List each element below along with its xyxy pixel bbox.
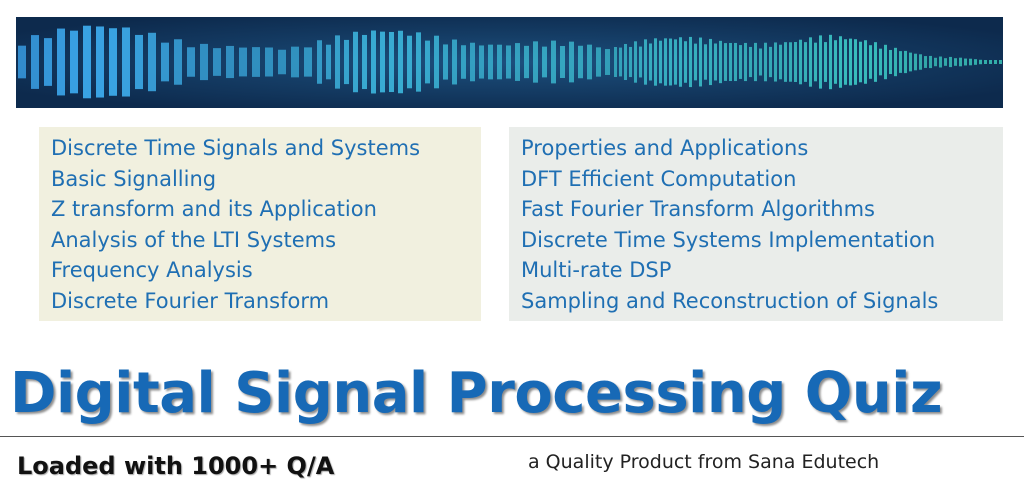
waveform-banner <box>16 17 1003 108</box>
tagline: Loaded with 1000+ Q/A <box>17 452 335 480</box>
topics-right-list: Properties and Applications DFT Efficien… <box>521 133 1003 317</box>
page-title: Digital Signal Processing Quiz <box>10 361 943 426</box>
topic-item: Frequency Analysis <box>51 258 253 283</box>
topics-left-list: Discrete Time Signals and Systems Basic … <box>51 133 481 317</box>
topic-item: Discrete Fourier Transform <box>51 288 330 313</box>
topic-item: Multi-rate DSP <box>521 258 672 283</box>
credit-text: a Quality Product from Sana Edutech <box>528 451 880 473</box>
topics-left-panel: Discrete Time Signals and Systems Basic … <box>39 127 481 321</box>
topic-item: Fast Fourier Transform Algorithms <box>521 197 875 222</box>
topic-item: Z transform and its Application <box>51 197 377 222</box>
topic-item: Discrete Time Systems Implementation <box>521 227 936 252</box>
waveform-icon <box>16 17 1003 108</box>
divider <box>0 436 1024 437</box>
topic-item: Analysis of the LTI Systems <box>51 227 337 252</box>
topics-right-panel: Properties and Applications DFT Efficien… <box>509 127 1003 321</box>
topic-item: Sampling and Reconstruction of Signals <box>521 288 939 313</box>
topic-item: Basic Signalling <box>51 166 217 191</box>
topic-item: DFT Efficient Computation <box>521 166 797 191</box>
topic-item: Properties and Applications <box>521 136 809 160</box>
topic-item: Discrete Time Signals and Systems <box>51 136 421 160</box>
